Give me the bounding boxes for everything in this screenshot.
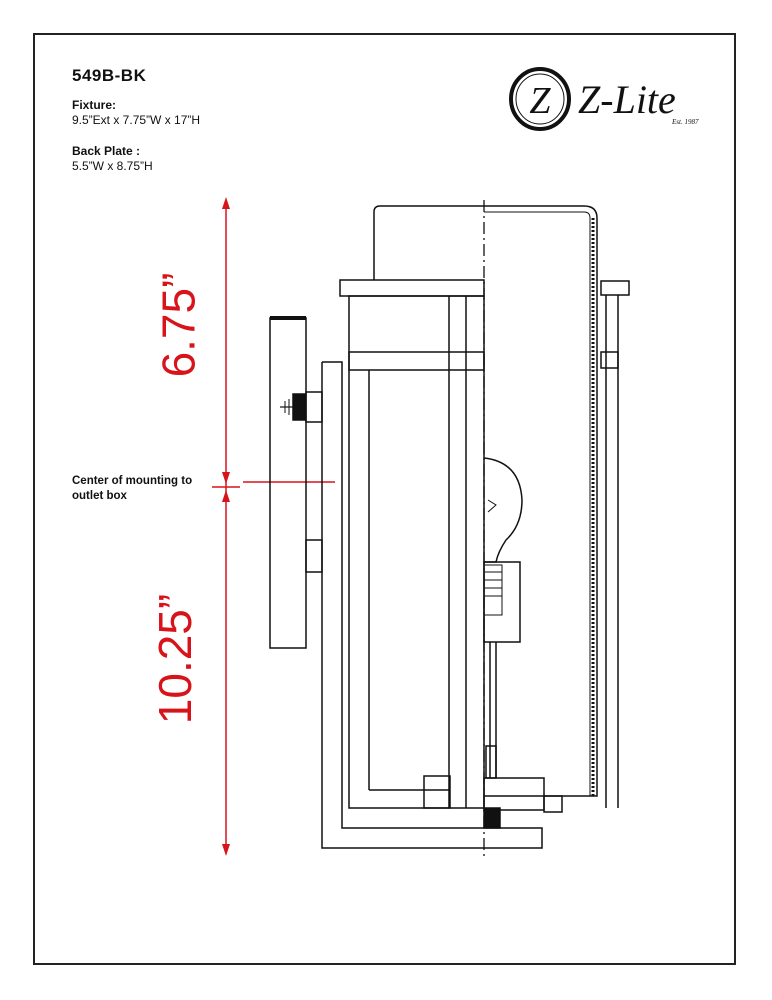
logo-monogram: Z	[509, 67, 571, 131]
drawing-border	[33, 33, 736, 965]
back-plate-label: Back Plate :	[72, 144, 141, 158]
logo-monogram-letter: Z	[529, 80, 551, 122]
logo-brand: Z-Lite	[578, 77, 676, 122]
dimension-lower: 10.25”	[149, 593, 202, 725]
wall-arm	[321, 361, 543, 849]
fixture-label: Fixture:	[72, 98, 117, 112]
model-number: 549B-BK	[72, 66, 147, 85]
lantern-section	[483, 205, 630, 829]
center-mounting-note: Center of mounting to outlet box	[72, 475, 193, 502]
back-plate	[269, 316, 323, 649]
dimension-line	[212, 197, 335, 856]
fixture-dimensions: 9.5”Ext x 7.75”W x 17”H	[72, 113, 201, 127]
lantern-frame	[339, 205, 485, 809]
back-plate-dimensions: 5.5”W x 8.75”H	[72, 159, 153, 173]
logo-established: Est. 1987	[672, 118, 699, 126]
dimension-upper: 6.75”	[152, 272, 205, 378]
